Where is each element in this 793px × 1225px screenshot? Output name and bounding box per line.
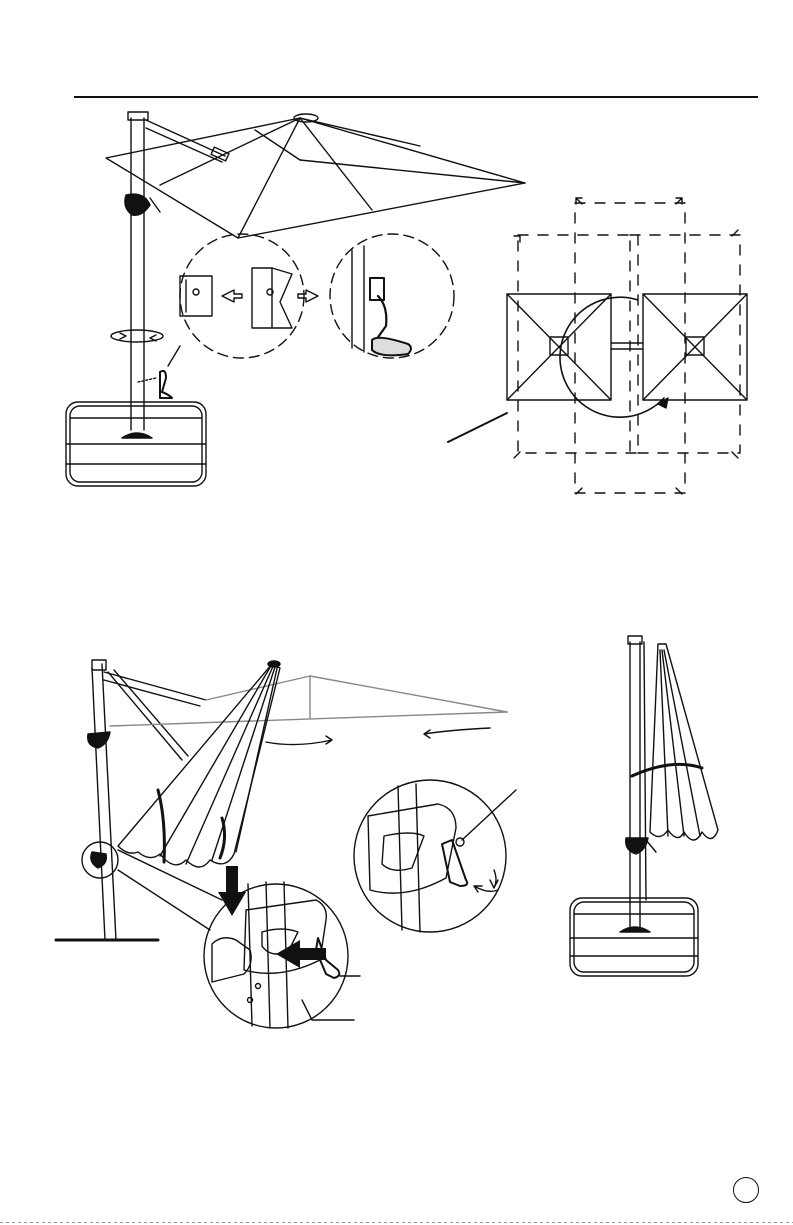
umbrella-icon <box>106 112 525 430</box>
bottom-rule <box>0 1222 793 1223</box>
base-icon <box>570 898 698 976</box>
crank-handle-icon <box>330 234 454 358</box>
leader-line <box>448 413 507 442</box>
lock-pin-icon <box>180 234 318 358</box>
base-icon <box>66 402 206 486</box>
canopy-topview-icon <box>507 203 747 493</box>
umbrella-tilt-icon <box>56 660 507 940</box>
crank-icon <box>354 780 516 932</box>
page-number-badge <box>733 1177 759 1203</box>
closed-umbrella-icon <box>626 636 718 930</box>
